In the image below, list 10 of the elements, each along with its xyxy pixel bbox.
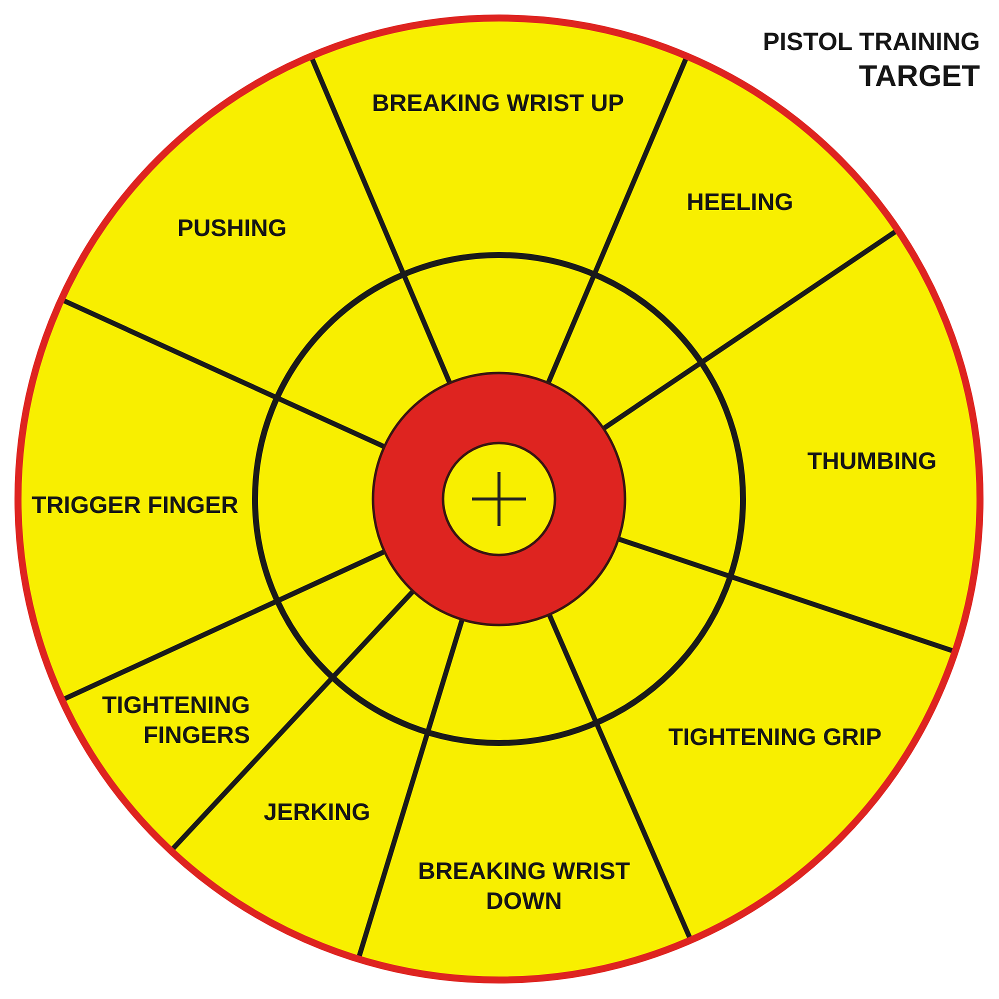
zone-label: TIGHTENING GRIP xyxy=(667,722,883,752)
zone-label: BREAKING WRIST UP xyxy=(371,88,625,118)
zone-label: BREAKING WRIST DOWN xyxy=(417,856,631,916)
zone-label: JERKING xyxy=(262,798,372,828)
zone-label: HEELING xyxy=(686,188,794,218)
zone-label: PUSHING xyxy=(176,214,288,244)
title: PISTOL TRAINING TARGET xyxy=(762,27,980,95)
zone-label: THUMBING xyxy=(806,446,938,476)
zone-label: TRIGGER FINGER xyxy=(30,490,240,520)
zone-label: TIGHTENING FINGERS xyxy=(101,690,250,750)
